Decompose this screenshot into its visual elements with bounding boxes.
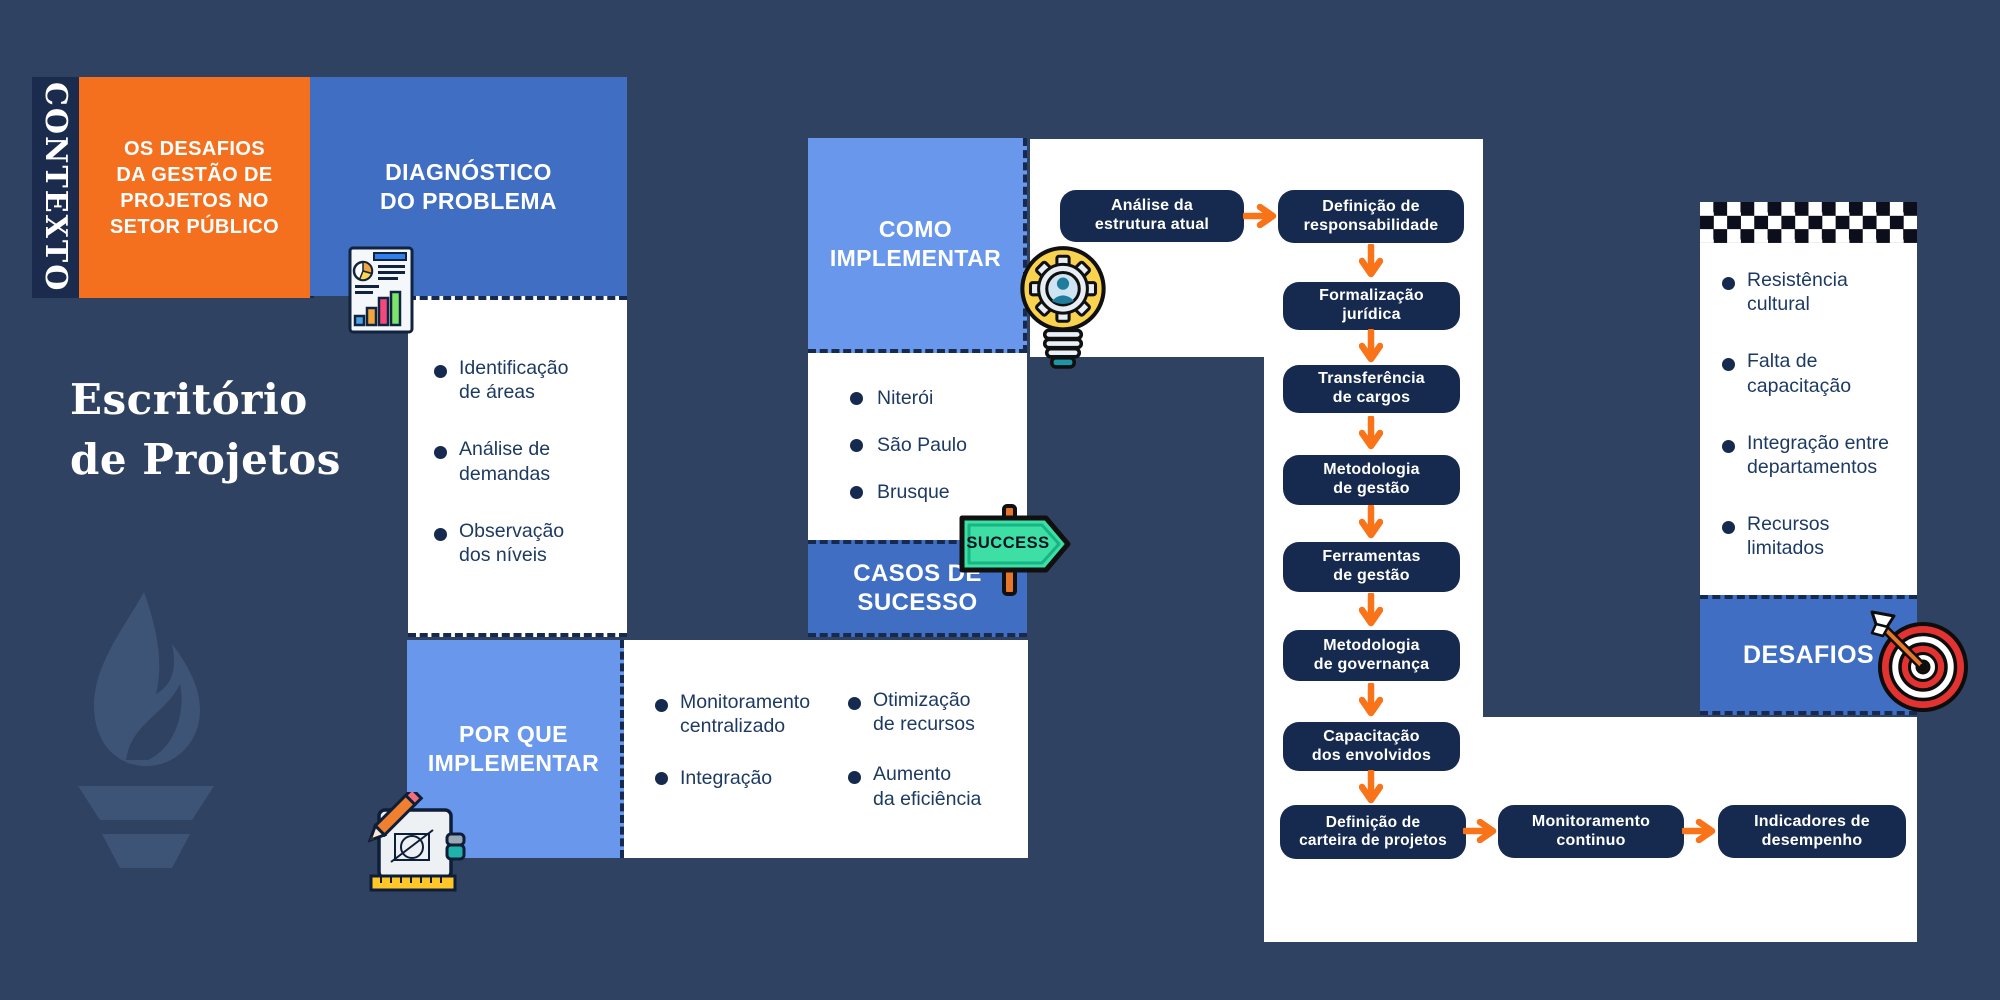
list-item: São Paulo bbox=[850, 433, 1010, 457]
flow-step: Metodologia de gestão bbox=[1283, 455, 1460, 505]
list-item-label: São Paulo bbox=[877, 434, 967, 457]
bullet-icon bbox=[434, 446, 447, 460]
list-item: Observação dos níveis bbox=[434, 519, 609, 567]
bullet-icon bbox=[848, 697, 861, 710]
bullet-icon bbox=[655, 699, 668, 712]
flow-arrow-down-icon bbox=[1359, 244, 1383, 280]
bullet-icon bbox=[1722, 521, 1735, 535]
desafios-list-box: Resistência cultural Falta de capacitaçã… bbox=[1700, 243, 1917, 595]
flow-step: Monitoramento continuo bbox=[1498, 805, 1684, 858]
list-item-label: Identificação de áreas bbox=[459, 357, 569, 404]
flow-step: Capacitação dos envolvidos bbox=[1283, 722, 1460, 771]
flow-step: Transferência de cargos bbox=[1283, 365, 1460, 413]
desafios-title: DESAFIOS bbox=[1743, 640, 1874, 669]
list-item: Monitoramento centralizado bbox=[655, 690, 825, 738]
flow-arrow-down-icon bbox=[1359, 770, 1383, 806]
list-item: Resistência cultural bbox=[1722, 268, 1907, 316]
list-item-label: Niterói bbox=[877, 387, 934, 409]
bullet-icon bbox=[1722, 277, 1735, 290]
list-item: Niterói bbox=[850, 386, 1010, 410]
list-item-label: Monitoramento centralizado bbox=[680, 691, 811, 738]
list-item: Aumento da eficiência bbox=[848, 762, 1018, 810]
context-vertical-banner: CONTEXTO bbox=[32, 77, 79, 298]
bullet-icon bbox=[850, 392, 863, 405]
flow-arrow-right-icon bbox=[1682, 819, 1718, 843]
porque-title: POR QUE IMPLEMENTAR bbox=[427, 721, 600, 776]
list-item-label: Otimização de recursos bbox=[873, 689, 975, 736]
success-sign-label: SUCCESS bbox=[966, 534, 1050, 552]
flow-step: Ferramentas de gestão bbox=[1283, 542, 1460, 592]
flow-arrow-down-icon bbox=[1359, 416, 1383, 452]
diagnostico-title: DIAGNÓSTICO DO PROBLEMA bbox=[380, 158, 557, 214]
flow-arrow-down-icon bbox=[1359, 593, 1383, 629]
flow-step: Indicadores de desempenho bbox=[1718, 805, 1906, 858]
list-item: Recursos limitados bbox=[1722, 512, 1907, 560]
list-item-label: Análise de demandas bbox=[459, 438, 551, 485]
list-item-label: Brusque bbox=[877, 481, 950, 504]
list-item: Brusque bbox=[850, 480, 1010, 504]
flow-step: Formalização jurídica bbox=[1283, 282, 1460, 330]
porque-benefits-box: Monitoramento centralizado Integração Ot… bbox=[624, 640, 1028, 858]
list-item: Análise de demandas bbox=[434, 437, 609, 485]
bullet-icon bbox=[848, 771, 861, 785]
torch-flame-watermark bbox=[78, 592, 214, 868]
list-item-label: Aumento da eficiência bbox=[873, 763, 982, 810]
success-signpost-icon: SUCCESS bbox=[956, 498, 1072, 600]
list-item-label: Falta de capacitação bbox=[1747, 350, 1852, 397]
casos-list-box: Niterói São Paulo Brusque bbox=[808, 353, 1027, 540]
bullet-icon bbox=[850, 439, 863, 453]
flow-step: Definição de carteira de projetos bbox=[1280, 805, 1466, 859]
dartboard-arrow-icon bbox=[1870, 610, 1968, 712]
page-title: Escritório de Projetos bbox=[70, 375, 341, 484]
casos-title: CASOS DE SUCESSO bbox=[853, 559, 982, 616]
flow-arrow-right-icon bbox=[1463, 819, 1499, 843]
list-item: Integração entre departamentos bbox=[1722, 431, 1907, 479]
list-item: Otimização de recursos bbox=[848, 688, 1018, 736]
bullet-icon bbox=[434, 365, 447, 378]
flow-step: Análise da estrutura atual bbox=[1060, 190, 1244, 242]
list-item-label: Observação dos níveis bbox=[459, 519, 565, 566]
bullet-icon bbox=[1722, 439, 1735, 453]
flow-arrow-down-icon bbox=[1359, 505, 1383, 541]
diagnostico-list-box: Identificação de áreas Análise de demand… bbox=[408, 296, 627, 637]
flow-step: Definição de responsabilidade bbox=[1278, 190, 1464, 243]
list-item-label: Integração bbox=[680, 767, 773, 790]
document-bar-chart-icon bbox=[348, 246, 414, 334]
list-item-label: Recursos limitados bbox=[1747, 513, 1830, 560]
lightbulb-gear-icon bbox=[1020, 246, 1106, 369]
bullet-icon bbox=[655, 772, 668, 786]
flow-arrow-down-icon bbox=[1359, 683, 1383, 719]
list-item-label: Integração entre departamentos bbox=[1747, 431, 1890, 478]
como-title: COMO IMPLEMENTAR bbox=[829, 215, 1002, 271]
list-item: Integração bbox=[655, 766, 825, 790]
flow-arrow-right-icon bbox=[1243, 204, 1279, 228]
bullet-icon bbox=[434, 527, 447, 541]
bullet-icon bbox=[1722, 358, 1735, 372]
flow-arrow-down-icon bbox=[1359, 329, 1383, 365]
context-label: CONTEXTO bbox=[38, 82, 73, 293]
challenges-title: OS DESAFIOS DA GESTÃO DE PROJETOS NO SET… bbox=[109, 137, 280, 238]
list-item-label: Resistência cultural bbox=[1747, 269, 1848, 316]
list-item: Falta de capacitação bbox=[1722, 349, 1907, 397]
flow-step: Metodologia de governança bbox=[1283, 630, 1460, 681]
como-box: COMO IMPLEMENTAR bbox=[808, 138, 1027, 353]
drafting-blueprint-icon bbox=[367, 792, 466, 892]
bullet-icon bbox=[850, 486, 863, 500]
checkered-flag-strip bbox=[1700, 202, 1917, 243]
list-item: Identificação de áreas bbox=[434, 356, 609, 404]
challenges-orange-box: OS DESAFIOS DA GESTÃO DE PROJETOS NO SET… bbox=[79, 77, 314, 298]
